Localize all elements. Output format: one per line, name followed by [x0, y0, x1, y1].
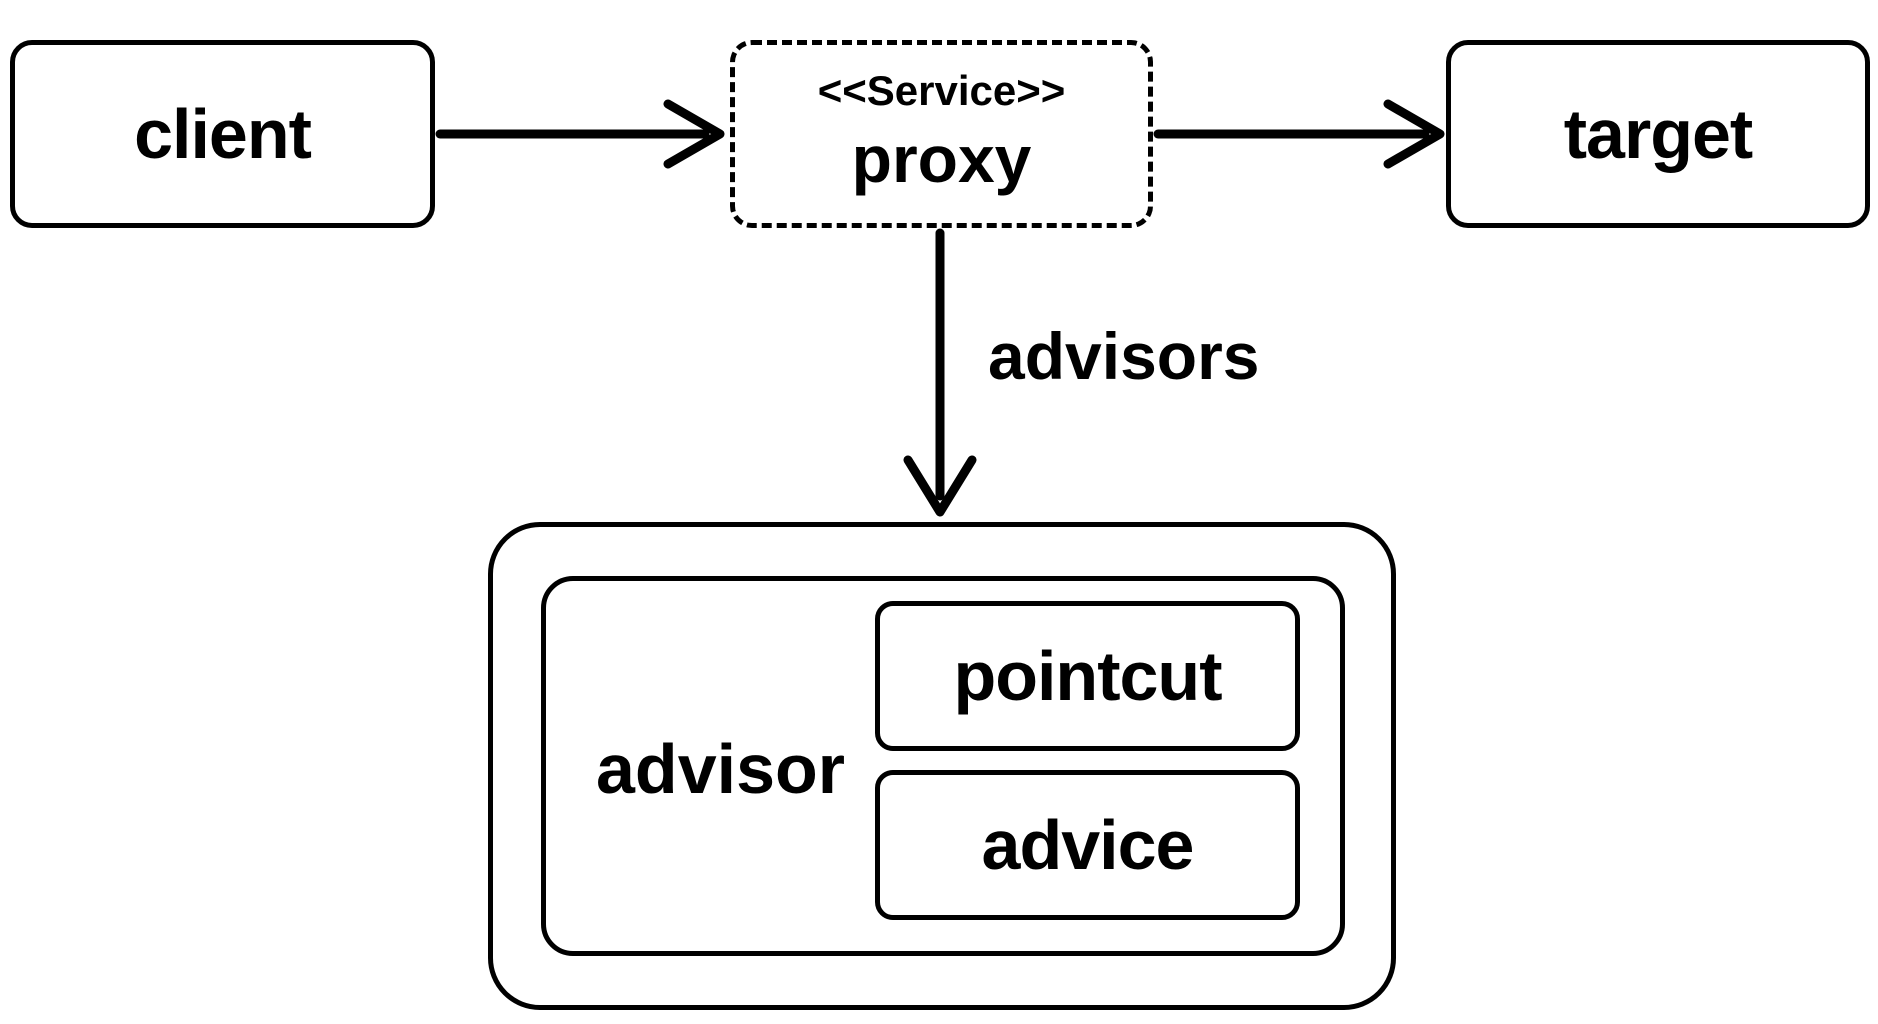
advice-box: advice: [875, 770, 1300, 920]
target-label: target: [1563, 95, 1753, 173]
advice-label: advice: [981, 806, 1195, 884]
pointcut-label: pointcut: [953, 637, 1222, 715]
target-box: target: [1446, 40, 1870, 228]
proxy-box: <<Service>> proxy: [730, 40, 1153, 228]
client-box: client: [10, 40, 435, 228]
pointcut-box: pointcut: [875, 601, 1300, 751]
arrow-proxy-to-target: [1153, 99, 1445, 169]
advisors-edge-label: advisors: [988, 319, 1260, 393]
proxy-label: proxy: [851, 122, 1032, 196]
proxy-stereotype: <<Service>>: [817, 67, 1066, 114]
advisor-label: advisor: [596, 730, 845, 808]
client-label: client: [134, 95, 312, 173]
arrow-client-to-proxy: [435, 99, 725, 169]
arrow-proxy-to-advisors: [903, 228, 977, 517]
